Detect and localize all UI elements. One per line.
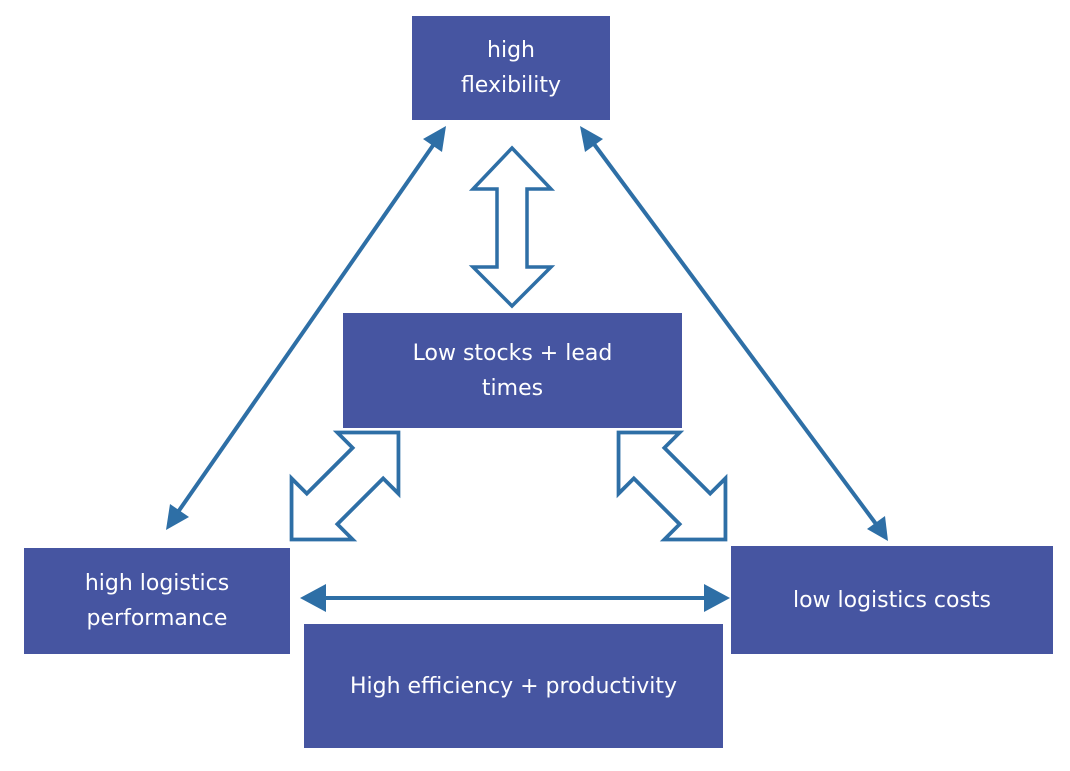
node-performance-line2: performance <box>86 606 228 631</box>
node-performance-line1: high logistics <box>84 571 230 596</box>
node-high-flexibility-line1: high <box>487 38 535 63</box>
block-arrow-flexibility-stocks <box>468 145 556 309</box>
arrow-flexibility-performance <box>166 126 446 530</box>
node-costs-label: low logistics costs <box>792 587 992 613</box>
node-efficiency-label: High efficiency + productivity <box>349 673 678 699</box>
node-high-logistics-performance: high logistics performance <box>24 548 290 654</box>
node-low-stocks-lead-times: Low stocks + lead times <box>343 313 682 428</box>
node-low-stocks-line1: Low stocks + lead <box>412 340 613 366</box>
node-low-stocks-line2: times <box>481 375 544 401</box>
block-arrow-stocks-costs <box>616 430 728 542</box>
arrow-flexibility-costs <box>580 126 888 541</box>
arrow-performance-costs <box>300 584 730 612</box>
node-high-flexibility: high flexibility <box>412 16 610 120</box>
block-arrow-stocks-performance <box>289 430 401 542</box>
node-high-flexibility-line2: flexibility <box>460 73 562 98</box>
node-high-efficiency-productivity: High efficiency + productivity <box>304 624 723 748</box>
node-low-logistics-costs: low logistics costs <box>731 546 1053 654</box>
